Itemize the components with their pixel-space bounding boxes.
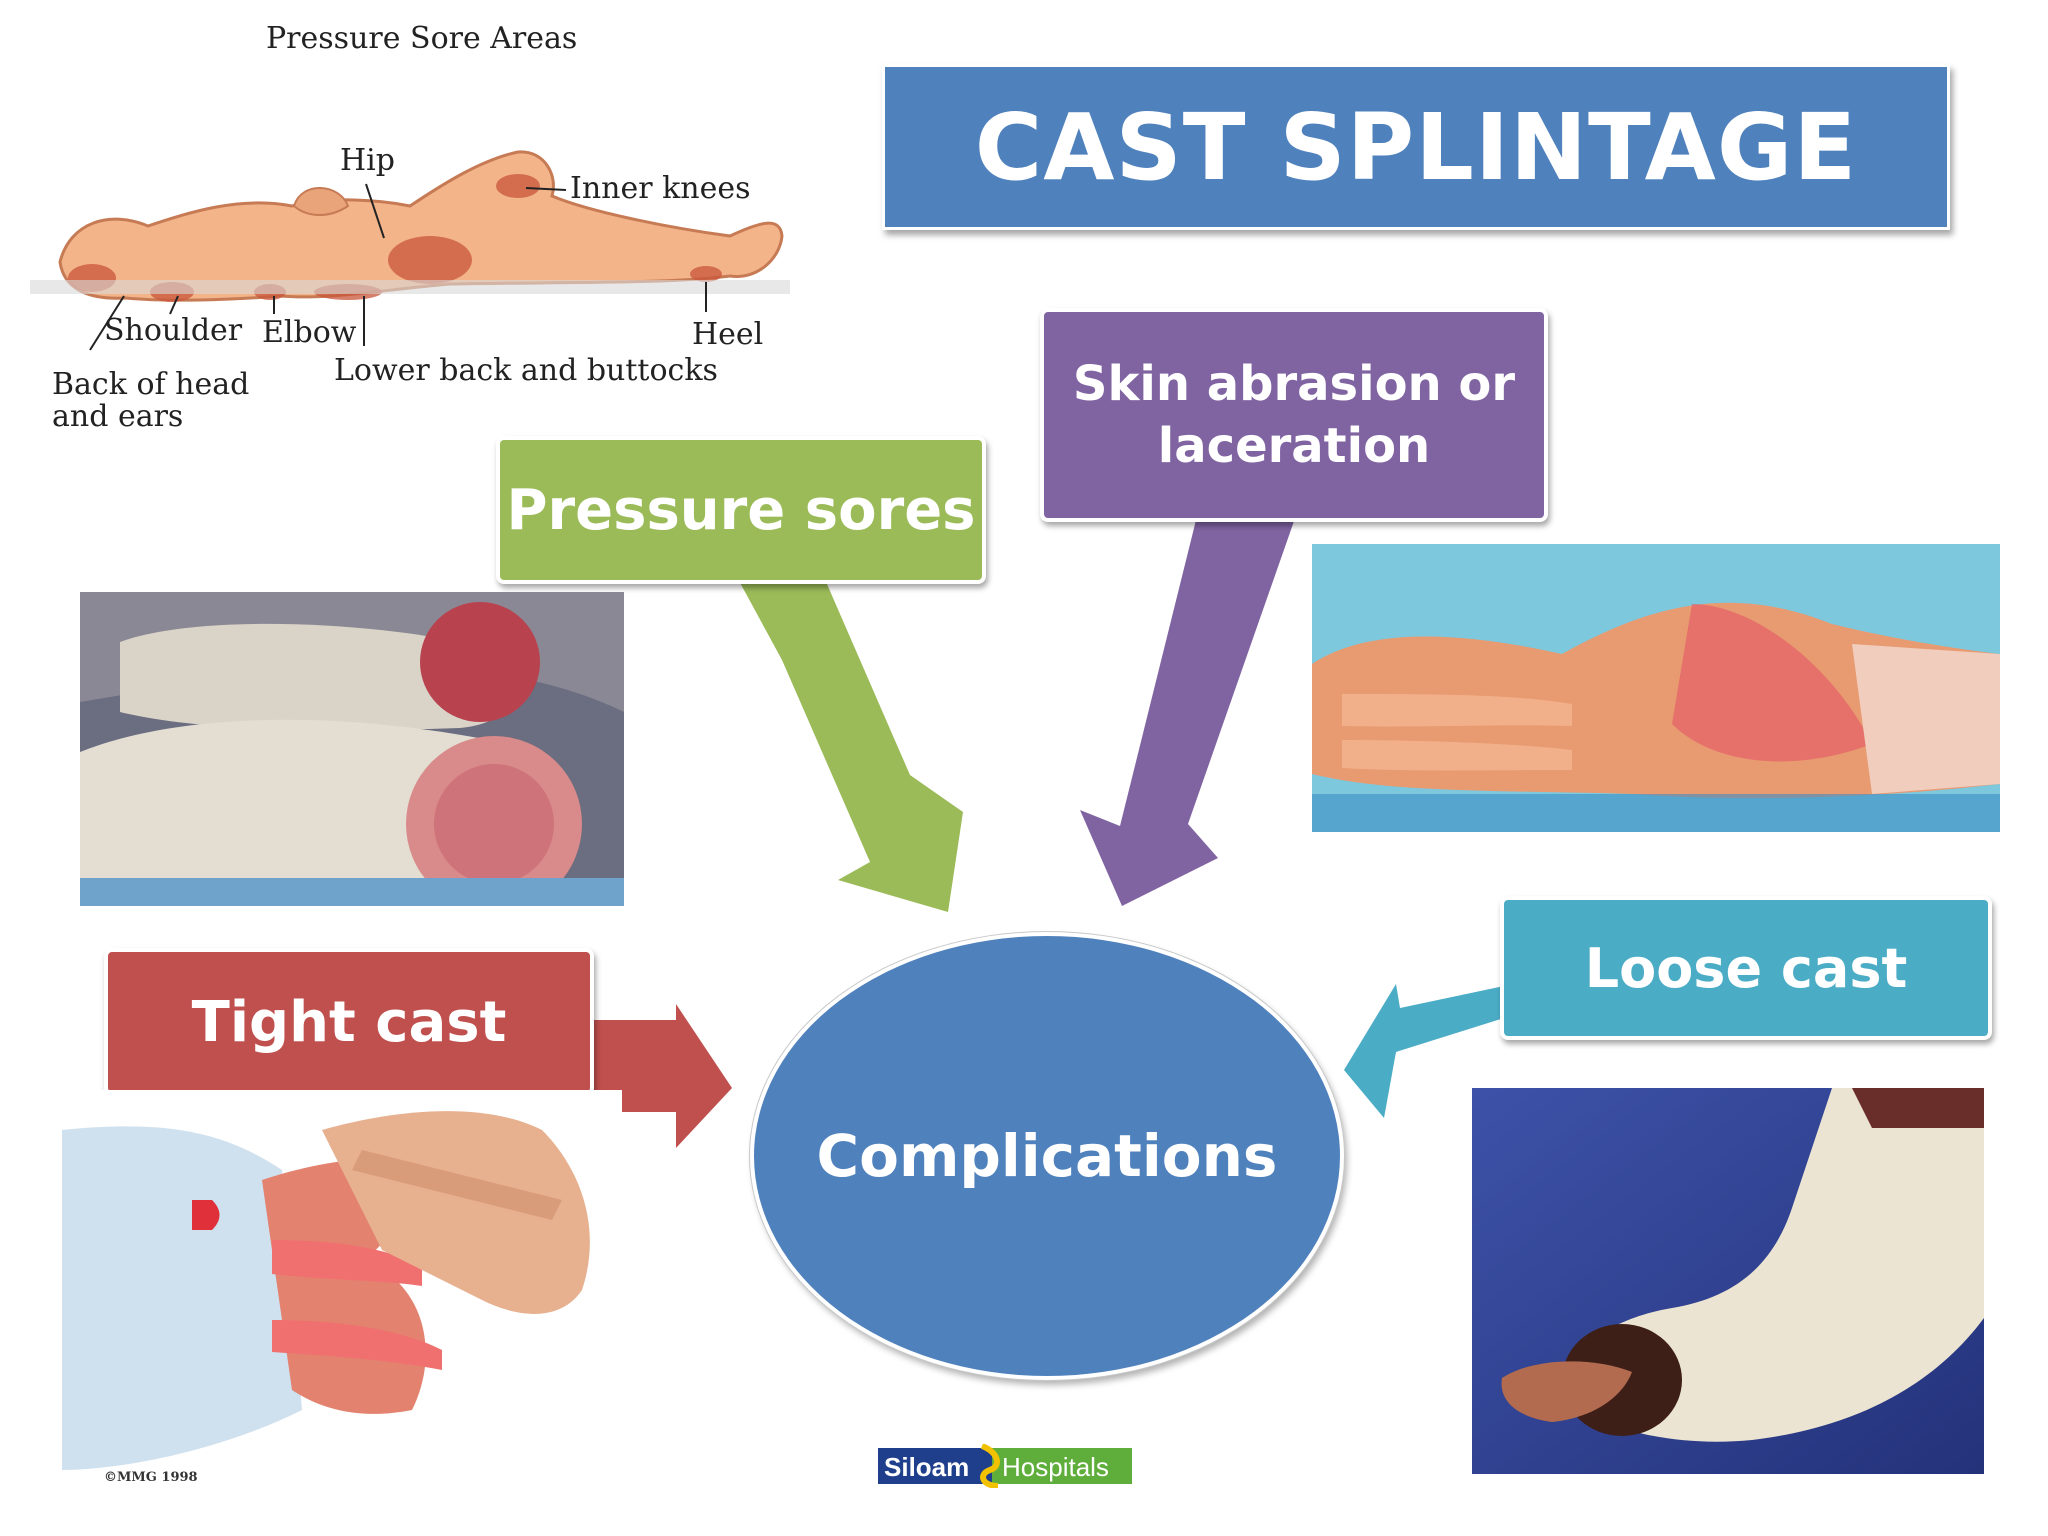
tight-cast-hands-illustration xyxy=(62,1090,622,1494)
label-elbow: Elbow xyxy=(262,315,357,350)
label-hip: Hip xyxy=(340,143,395,178)
loose-cast-photo xyxy=(1472,1088,1984,1474)
label-lower-back: Lower back and buttocks xyxy=(334,353,718,388)
heel-pressure-sore-photo xyxy=(80,592,624,906)
pressure-sores-box: Pressure sores xyxy=(496,436,986,584)
purple-arrow xyxy=(1080,504,1300,906)
green-arrow xyxy=(732,568,963,912)
label-heel: Heel xyxy=(692,317,763,352)
label-shoulder: Shoulder xyxy=(104,313,243,348)
label-ears: and ears xyxy=(52,399,183,434)
diagram-heading: Pressure Sore Areas xyxy=(266,21,577,56)
skin-abrasion-box: Skin abrasion or laceration xyxy=(1040,308,1548,522)
logo-text-siloam: Siloam xyxy=(884,1452,969,1482)
label-inner-knees: Inner knees xyxy=(570,171,751,206)
complications-ellipse: Complications xyxy=(750,932,1344,1380)
leader-lines xyxy=(89,183,707,351)
red-arrow xyxy=(588,1004,732,1148)
teal-arrow xyxy=(1344,984,1504,1118)
logo-text-hospitals: Hospitals xyxy=(1002,1452,1109,1482)
skin-abrasion-photo xyxy=(1312,544,2000,832)
photo-credit: ©MMG 1998 xyxy=(104,1470,198,1485)
loose-cast-box: Loose cast xyxy=(1500,896,1992,1040)
pressure-sore-diagram: Pressure Sore Areas Hip Inner knees Shou… xyxy=(30,21,790,434)
siloam-hospitals-logo: Siloam Hospitals xyxy=(878,1443,1132,1489)
tight-cast-box: Tight cast xyxy=(104,948,594,1096)
body-figure xyxy=(30,150,790,302)
slide-title: CAST SPLINTAGE xyxy=(882,64,1950,230)
label-back-of-head: Back of head xyxy=(52,367,249,402)
